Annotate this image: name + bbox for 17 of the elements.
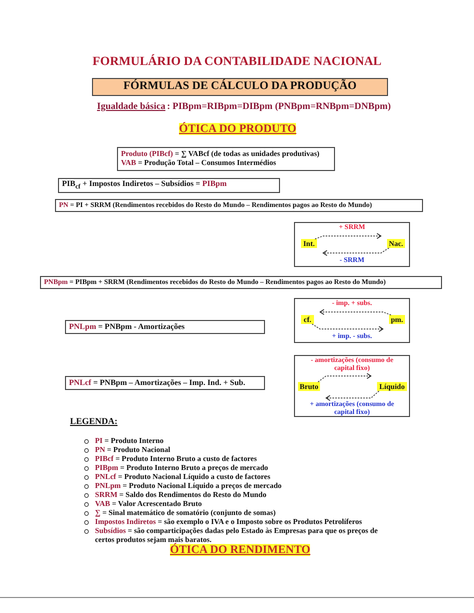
formula-box: PIB$_{cf}$ + Impostos Indiretos – Subsídios = PIBpm — [58, 178, 280, 193]
arrow — [320, 309, 392, 316]
arrow — [312, 324, 384, 332]
conversion-diagram-box — [294, 222, 410, 267]
legend-heading: LEGENDA: — [70, 416, 118, 426]
conversion-diagram-box — [294, 298, 410, 343]
arrow — [326, 390, 380, 401]
arrow — [314, 233, 382, 240]
section-heading: ÓTICA DO PRODUTO — [179, 123, 296, 135]
formula-box: PNLcf = PNBpm – Amortizações – Imp. Ind. + Sub. — [65, 376, 265, 390]
arrow — [318, 373, 372, 382]
section-heading: ÓTICA DO RENDIMENTO — [170, 544, 310, 556]
arrow — [322, 248, 390, 256]
page-title: FORMULÁRIO DA CONTABILIDADE NACIONAL — [91, 54, 383, 69]
section-header-box: FÓRMULAS DE CÁLCULO DA PRODUÇÃO — [92, 78, 388, 96]
conversion-diagram-box — [294, 355, 410, 417]
formula-box: PNLpm = PNBpm - Amortizações — [65, 320, 265, 334]
